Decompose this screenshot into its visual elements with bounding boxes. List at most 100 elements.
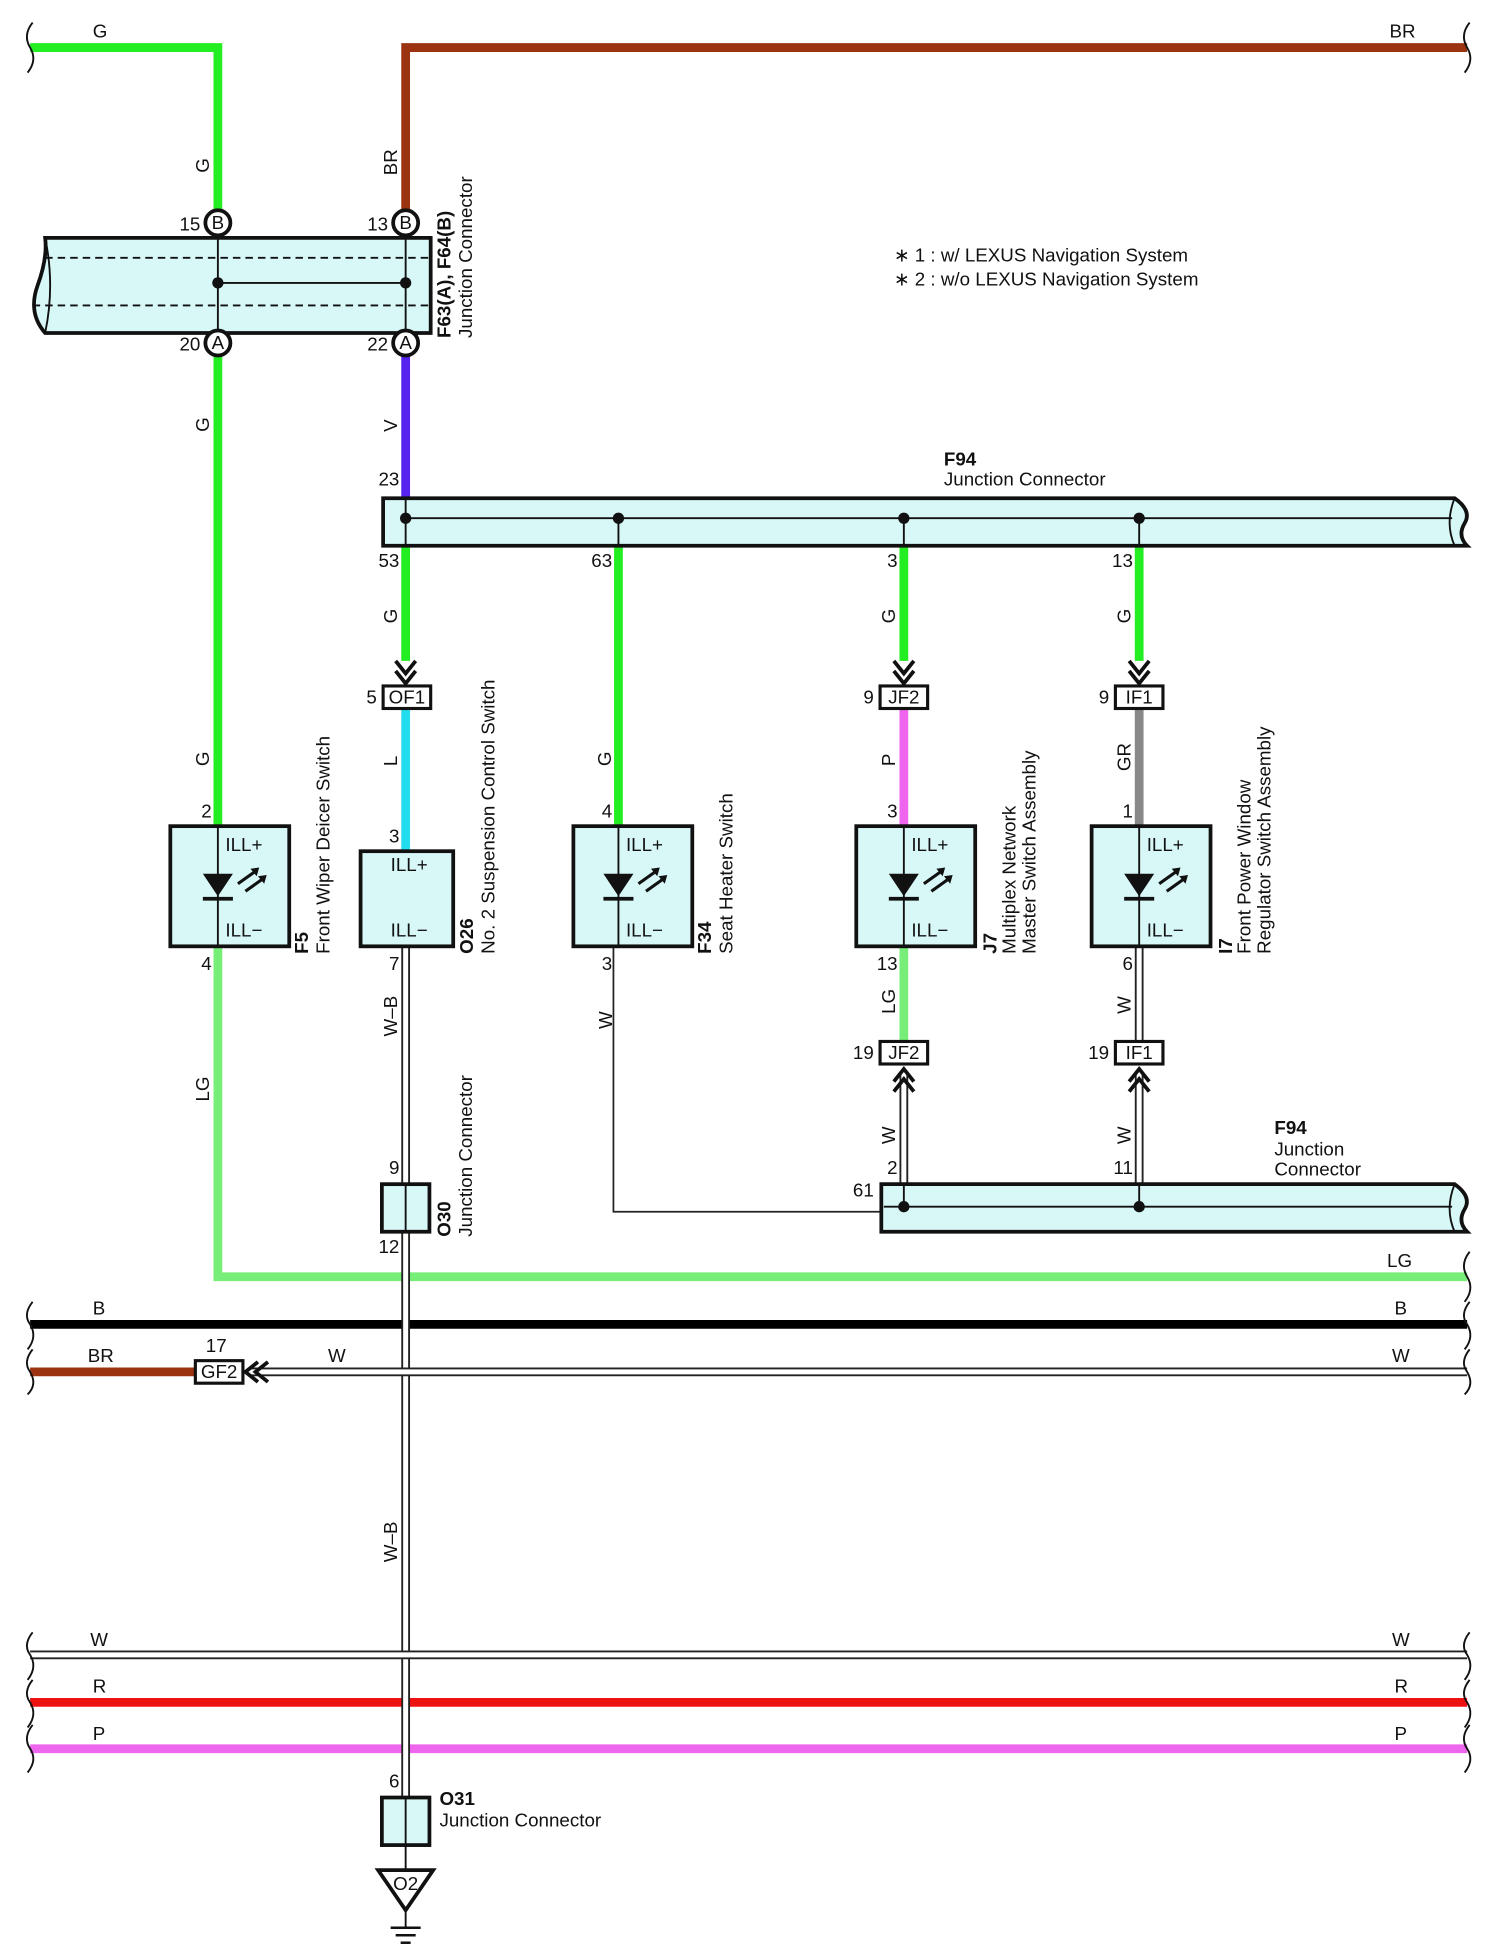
- wire-label: W: [90, 1629, 108, 1650]
- inline-connector-of1: OF1: [381, 659, 433, 711]
- i7-name2: Regulator Switch Assembly: [1254, 726, 1275, 954]
- of1-label: OF1: [389, 686, 425, 707]
- pin-number: 17: [206, 1335, 227, 1356]
- junction-connector-f94-top: [381, 496, 1472, 548]
- f34-ill-minus: ILL−: [626, 919, 663, 940]
- inline-connector-gf2: GF2: [193, 1359, 270, 1385]
- note-2: ∗ 2 : w/o LEXUS Navigation System: [894, 268, 1199, 289]
- f5-ill-plus: ILL+: [225, 834, 262, 855]
- wire-label: W: [878, 1126, 899, 1144]
- wire-label: W–B: [380, 996, 401, 1037]
- pin-number: 13: [877, 953, 898, 974]
- f5-code: F5: [291, 932, 312, 954]
- switch-j7: ILL+ ILL−: [854, 824, 978, 949]
- pin-number: 13: [1112, 550, 1133, 571]
- pin-number: 53: [379, 550, 400, 571]
- ground-icon: O2: [374, 1868, 437, 1944]
- o31-code: O31: [439, 1788, 474, 1809]
- wire-label: G: [192, 158, 213, 173]
- wire-label: LG: [1387, 1250, 1412, 1271]
- wire-label: GR: [1113, 743, 1134, 771]
- o31-name: Junction Connector: [439, 1809, 601, 1830]
- f94-top-code: F94: [944, 449, 977, 470]
- pin-number: 19: [1088, 1042, 1109, 1063]
- pin-number: 7: [389, 953, 399, 974]
- f34-code: F34: [694, 921, 715, 954]
- wire-label: G: [1113, 609, 1134, 624]
- inline-connector-jf2-top: JF2: [878, 659, 930, 711]
- pin-number: 13: [367, 213, 388, 234]
- j7-name2: Master Switch Assembly: [1018, 750, 1039, 954]
- pin-numbers: 15 13 20 22 23 53 63 3 13 5 9 9 2 3 4 3 …: [179, 213, 1132, 1791]
- i7-code: I7: [1215, 938, 1236, 954]
- wire-lg-f5: [213, 946, 1468, 1282]
- jf2-bottom-label: JF2: [888, 1042, 919, 1063]
- note-1: ∗ 1 : w/ LEXUS Navigation System: [894, 245, 1188, 266]
- pin-number: 22: [367, 333, 388, 354]
- pin-number: 20: [179, 333, 200, 354]
- pin-number: 4: [201, 953, 211, 974]
- wire-label: B: [1395, 1297, 1408, 1318]
- f94-bottom-code: F94: [1274, 1117, 1307, 1138]
- f5-name: Front Wiper Deicer Switch: [312, 736, 333, 954]
- led-icon: [1124, 867, 1188, 901]
- o26-ill-minus: ILL−: [391, 919, 428, 940]
- wire-label: R: [1395, 1675, 1409, 1696]
- switch-f5: ILL+ ILL−: [168, 824, 292, 949]
- wire-label: P: [93, 1723, 106, 1744]
- o30-code: O30: [434, 1201, 455, 1236]
- jf2-top-label: JF2: [888, 686, 919, 707]
- inline-connector-if1-top: IF1: [1113, 659, 1165, 711]
- j7-code: J7: [979, 933, 1000, 954]
- pin-number: 2: [887, 1157, 897, 1178]
- pin-number: 3: [887, 800, 897, 821]
- switch-o26: ILL+ ILL−: [358, 849, 456, 949]
- switch-i7: ILL+ ILL−: [1089, 824, 1213, 949]
- pin-number: 6: [389, 1771, 399, 1792]
- connector-letter-a: A: [212, 332, 225, 353]
- junction-connector-o31: [379, 1795, 432, 1871]
- j7-name1: Multiplex Network: [998, 805, 1019, 954]
- wire-labels: G BR G BR G V G G G G G L P GR LG W–B W …: [88, 21, 1416, 1744]
- wire-label: LG: [192, 1076, 213, 1101]
- pin-number: 61: [853, 1180, 874, 1201]
- o30-name: Junction Connector: [455, 1075, 476, 1237]
- wire-label: BR: [380, 149, 401, 175]
- wire-label: L: [380, 756, 401, 766]
- ground-code: O2: [393, 1873, 418, 1894]
- wire-br-top: [401, 43, 1468, 226]
- wire-label: B: [93, 1297, 106, 1318]
- inline-connector-if1-bottom: IF1: [1113, 1039, 1165, 1093]
- i7-name1: Front Power Window: [1234, 779, 1255, 954]
- wire-label: G: [878, 609, 899, 624]
- pin-number: 63: [591, 550, 612, 571]
- junction-connector-o30: [379, 1182, 432, 1234]
- if1-top-label: IF1: [1126, 686, 1153, 707]
- wire-g-top: [30, 43, 223, 226]
- pin-number: 9: [863, 686, 873, 707]
- pin-number: 19: [853, 1042, 874, 1063]
- pin-number: 23: [379, 469, 400, 490]
- f63-code: F63(A), F64(B): [434, 211, 455, 338]
- f34-name: Seat Heater Switch: [715, 793, 736, 954]
- connector-letter-b: B: [212, 212, 225, 233]
- f5-ill-minus: ILL−: [225, 919, 262, 940]
- f63-name: Junction Connector: [455, 176, 476, 338]
- pin-number: 12: [379, 1236, 400, 1257]
- wire-label: R: [93, 1675, 107, 1696]
- if1-bottom-label: IF1: [1126, 1042, 1153, 1063]
- connector-letter-b: B: [399, 212, 412, 233]
- break-marks: [26, 21, 1472, 1774]
- o26-ill-plus: ILL+: [391, 854, 428, 875]
- o26-name: No. 2 Suspension Control Switch: [478, 679, 499, 953]
- wire-label: W: [1392, 1345, 1410, 1366]
- wire-label: G: [192, 417, 213, 432]
- pin-number: 3: [389, 825, 399, 846]
- i7-ill-minus: ILL−: [1147, 919, 1184, 940]
- wire-label: W: [1392, 1629, 1410, 1650]
- gf2-label: GF2: [201, 1361, 238, 1382]
- pin-number: 6: [1122, 953, 1132, 974]
- wire-label: G: [594, 751, 615, 766]
- switch-f34: ILL+ ILL−: [571, 824, 695, 949]
